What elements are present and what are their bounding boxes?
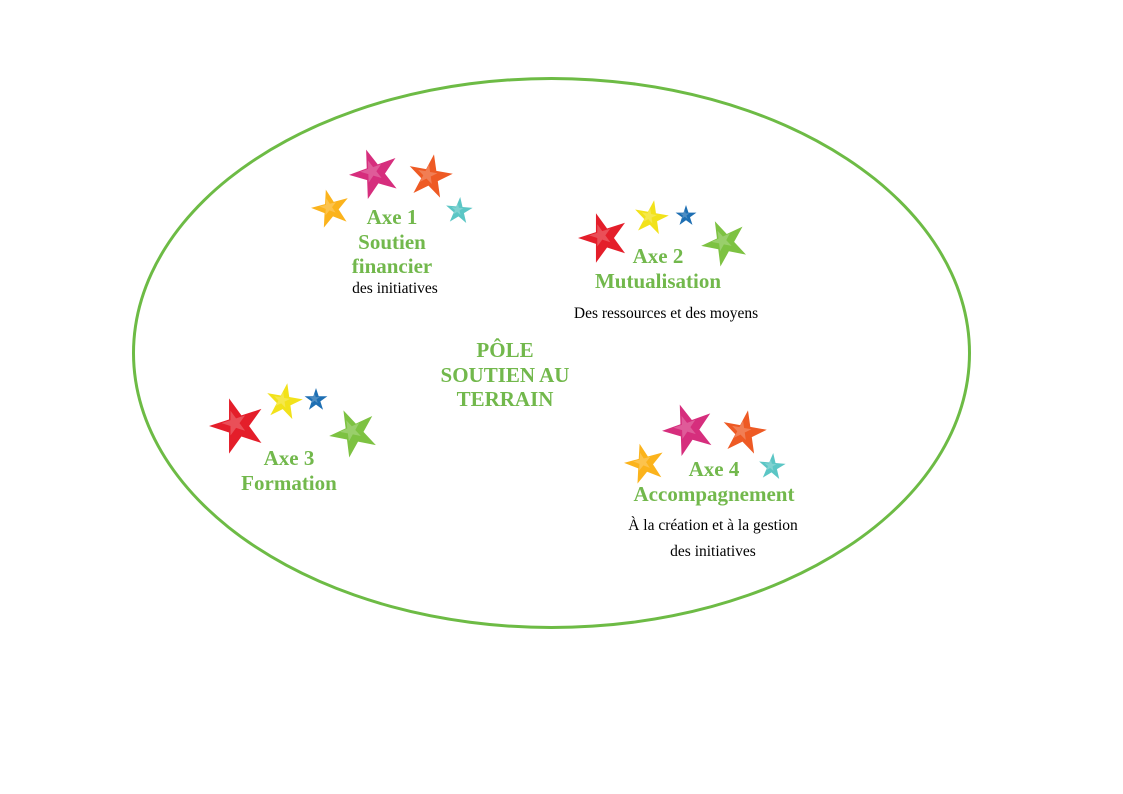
axe-2-label: Axe 2 — [632, 244, 684, 268]
axe-1-name-line-1: Soutien — [358, 229, 426, 254]
axe-3-name-line-1: Formation — [241, 470, 337, 495]
axe-1-description: des initiatives — [315, 276, 475, 302]
axe-4-description-line-2: des initiatives — [670, 543, 756, 560]
pole-title-line-3: TERRAIN — [456, 387, 554, 411]
pole-ellipse — [132, 77, 971, 629]
axe-1-title: Axe 1 Soutien financier — [312, 205, 472, 279]
axe-4-name-line-1: Accompagnement — [633, 481, 795, 506]
axe-4-description: À la création et à la gestion des initia… — [598, 513, 828, 565]
axe-1-name-line-2: financier — [351, 254, 433, 278]
pole-title-line-2: SOUTIEN AU — [440, 362, 570, 387]
axe-2-title: Axe 2 Mutualisation — [568, 244, 748, 293]
axe-1-label: Axe 1 — [366, 205, 418, 229]
pole-title: PÔLE SOUTIEN AU TERRAIN — [405, 338, 605, 412]
axe-2-description: Des ressources et des moyens — [546, 301, 786, 327]
axe-1-description-line-1: des initiatives — [352, 280, 438, 297]
axe-2-description-line-1: Des ressources et des moyens — [573, 305, 759, 322]
axe-3-title: Axe 3 Formation — [219, 446, 359, 495]
axe-3-label: Axe 3 — [263, 446, 315, 470]
axe-4-label: Axe 4 — [688, 457, 740, 481]
axe-4-description-line-1: À la création et à la gestion — [628, 517, 798, 534]
axe-4-title: Axe 4 Accompagnement — [614, 457, 814, 506]
axe-2-name-line-1: Mutualisation — [594, 268, 722, 293]
pole-title-line-1: PÔLE — [476, 338, 534, 362]
